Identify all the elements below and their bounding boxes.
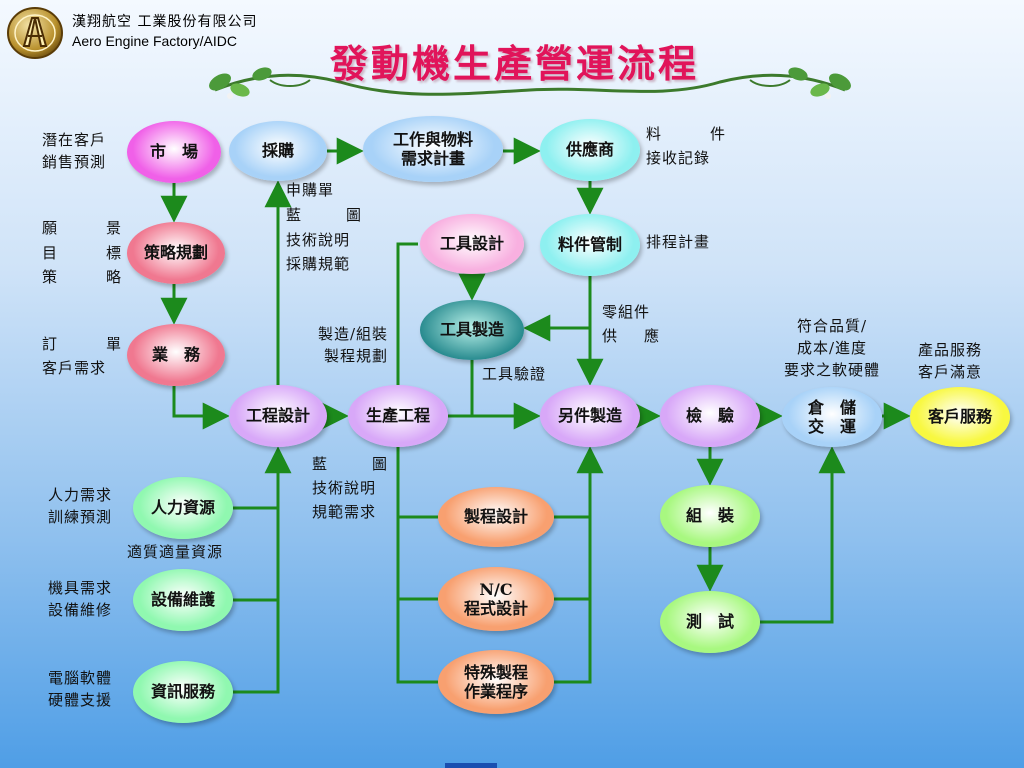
label-vision: 願 景	[42, 219, 122, 237]
connector-line	[396, 447, 438, 684]
label-tool-verification: 工具驗證	[482, 365, 547, 383]
label-machine-needs: 機具需求 設備維修	[48, 579, 113, 619]
node-purchasing: 採購	[229, 121, 327, 181]
node-test: 測 試	[660, 591, 760, 653]
connector-line	[760, 446, 846, 624]
label-purchase-doc-1: 申購單	[286, 181, 335, 199]
label-parts-supply-2: 供 應	[602, 327, 660, 345]
node-assembly: 組 裝	[660, 485, 760, 547]
node-business: 業 務	[127, 324, 225, 386]
connector-line	[396, 242, 418, 385]
node-nc-programming: N/C 程式設計	[438, 567, 554, 631]
node-tool-design: 工具設計	[420, 214, 524, 274]
label-mfg-assembly: 製造/組裝 製程規劃	[317, 325, 388, 365]
company-name-cn: 漢翔航空 工業股份有限公司	[72, 14, 258, 30]
page-title: 發動機生產營運流程	[330, 41, 700, 86]
footer-bar	[445, 763, 497, 768]
aidc-logo-icon	[7, 7, 63, 59]
label-blueprint-doc-2: 技術說明	[312, 479, 377, 497]
node-strategy-plan: 策略規劃	[127, 222, 225, 284]
label-strategy: 策 略	[42, 268, 122, 286]
label-blueprint-doc-3: 規範需求	[312, 503, 377, 521]
label-purchase-doc-2: 藍 圖	[286, 206, 362, 224]
label-adequate-resources: 適質適量資源	[127, 543, 224, 561]
label-computer-support: 電腦軟體 硬體支援	[48, 669, 113, 709]
label-order: 訂 單	[42, 335, 122, 353]
label-customer-demand: 客戶需求	[42, 359, 107, 377]
label-blueprint-doc-1: 藍 圖	[312, 455, 388, 473]
connector-line	[233, 446, 292, 694]
connector-line	[172, 386, 230, 430]
node-engineering-design: 工程設計	[229, 385, 327, 447]
node-inspection: 檢 驗	[660, 385, 760, 447]
node-customer-service: 客戶服務	[910, 387, 1010, 447]
label-material-receiving-1: 料 件	[646, 125, 726, 143]
label-parts-supply-1: 零組件	[602, 303, 651, 321]
connector-line	[554, 446, 604, 684]
label-product-service: 產品服務 客戶滿意	[918, 341, 983, 381]
node-tool-manufacturing: 工具製造	[420, 300, 524, 360]
label-manpower: 人力需求 訓練預測	[48, 486, 113, 526]
label-purchase-doc-3: 技術說明	[286, 231, 351, 249]
label-material-receiving-2: 接收記錄	[646, 149, 711, 167]
node-special-process: 特殊製程 作業程序	[438, 650, 554, 714]
node-human-resources: 人力資源	[133, 477, 233, 539]
node-warehouse-delivery: 倉 儲 交 運	[782, 387, 882, 447]
label-goal: 目 標	[42, 244, 122, 262]
node-parts-manufacturing: 另件製造	[540, 385, 640, 447]
node-material-control: 料件管制	[540, 214, 640, 276]
node-equipment-maintenance: 設備維護	[133, 569, 233, 631]
vine-ornament-icon	[209, 67, 851, 99]
label-schedule-plan: 排程計畫	[646, 233, 711, 251]
label-quality-requirements: 符合品質/ 成本/進度 要求之軟硬體	[783, 317, 880, 379]
node-supplier: 供應商	[540, 119, 640, 181]
node-process-design: 製程設計	[438, 487, 554, 547]
node-work-material-plan: 工作與物料 需求計畫	[363, 116, 503, 182]
node-information-service: 資訊服務	[133, 661, 233, 723]
label-potential-customer: 潛在客戶 銷售預測	[42, 131, 107, 171]
node-market: 市 場	[127, 121, 221, 183]
company-name-en: Aero Engine Factory/AIDC	[72, 33, 237, 49]
label-purchase-doc-4: 採購規範	[286, 255, 351, 273]
node-production-engineering: 生產工程	[348, 385, 448, 447]
